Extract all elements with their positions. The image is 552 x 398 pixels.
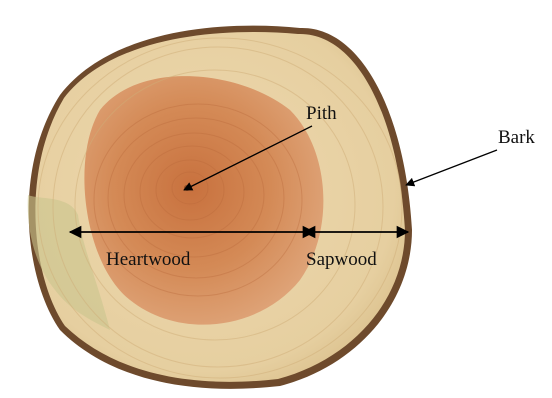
pith-label: Pith — [306, 104, 337, 123]
sapwood-label: Sapwood — [306, 250, 377, 269]
heartwood-region — [84, 76, 323, 325]
bark-arrow — [406, 150, 497, 185]
heartwood-label: Heartwood — [106, 250, 190, 269]
bark-label: Bark — [498, 128, 535, 147]
